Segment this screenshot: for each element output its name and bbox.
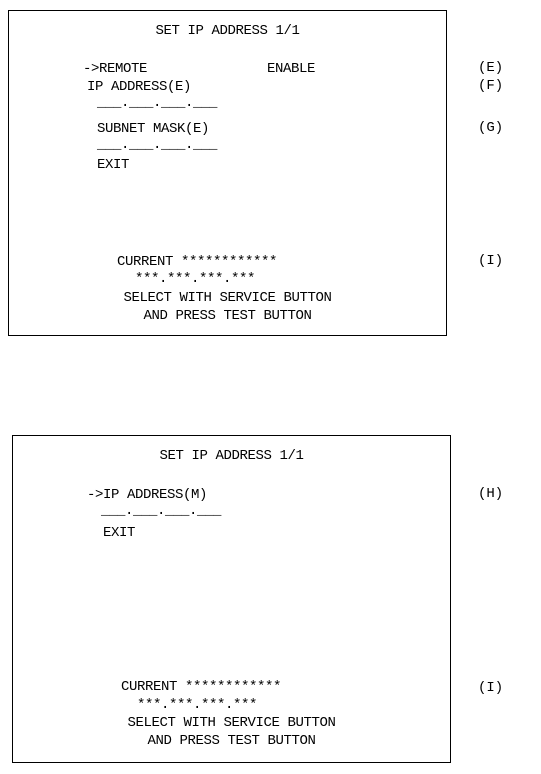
remote-value: ENABLE (267, 61, 316, 77)
screen-title: SET IP ADDRESS 1/1 (155, 23, 300, 39)
ip-address-value: ___.___.___.___ (101, 503, 222, 519)
current-label: CURRENT ************ (121, 679, 282, 695)
note-current: (I) (478, 680, 504, 696)
menu-item-subnet-mask[interactable]: SUBNET MASK(E) (97, 121, 210, 137)
instruction-line-1: SELECT WITH SERVICE BUTTON (127, 715, 336, 731)
menu-item-remote[interactable]: ->REMOTE (83, 61, 148, 77)
instruction-line-2: AND PRESS TEST BUTTON (143, 308, 312, 324)
ip-address-value: ___.___.___.___ (97, 95, 218, 111)
note-subnet-mask: (G) (478, 120, 504, 136)
instruction-line-2: AND PRESS TEST BUTTON (147, 733, 316, 749)
note-remote: (E) (478, 60, 504, 76)
menu-item-ip-address[interactable]: IP ADDRESS(E) (87, 79, 192, 95)
instruction-line-1: SELECT WITH SERVICE BUTTON (123, 290, 332, 306)
subnet-mask-value: ___.___.___.___ (97, 137, 218, 153)
note-ip-address: (F) (478, 78, 504, 94)
ip-address-screen-manual: SET IP ADDRESS 1/1 ->IP ADDRESS(M) ___._… (12, 435, 451, 763)
current-ip-value: ***.***.***.*** (137, 697, 258, 713)
menu-item-exit[interactable]: EXIT (97, 157, 130, 173)
menu-item-ip-address[interactable]: ->IP ADDRESS(M) (87, 487, 208, 503)
note-ip-address: (H) (478, 486, 504, 502)
screen-title: SET IP ADDRESS 1/1 (159, 448, 304, 464)
note-current: (I) (478, 253, 504, 269)
menu-item-exit[interactable]: EXIT (103, 525, 136, 541)
current-ip-value: ***.***.***.*** (135, 271, 256, 287)
ip-address-screen-remote: SET IP ADDRESS 1/1 ->REMOTE ENABLE IP AD… (8, 10, 447, 336)
current-label: CURRENT ************ (117, 254, 278, 270)
